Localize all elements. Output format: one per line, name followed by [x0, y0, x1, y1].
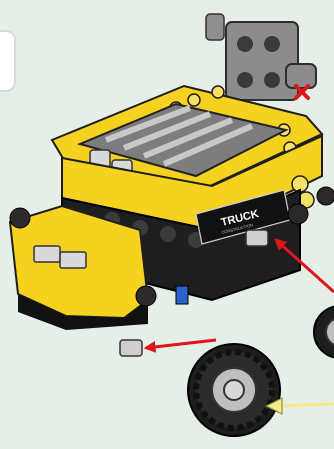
- large-tire-wheel: [188, 344, 280, 436]
- callout-arrow: [266, 398, 334, 414]
- partial-wheel-right: [314, 306, 334, 358]
